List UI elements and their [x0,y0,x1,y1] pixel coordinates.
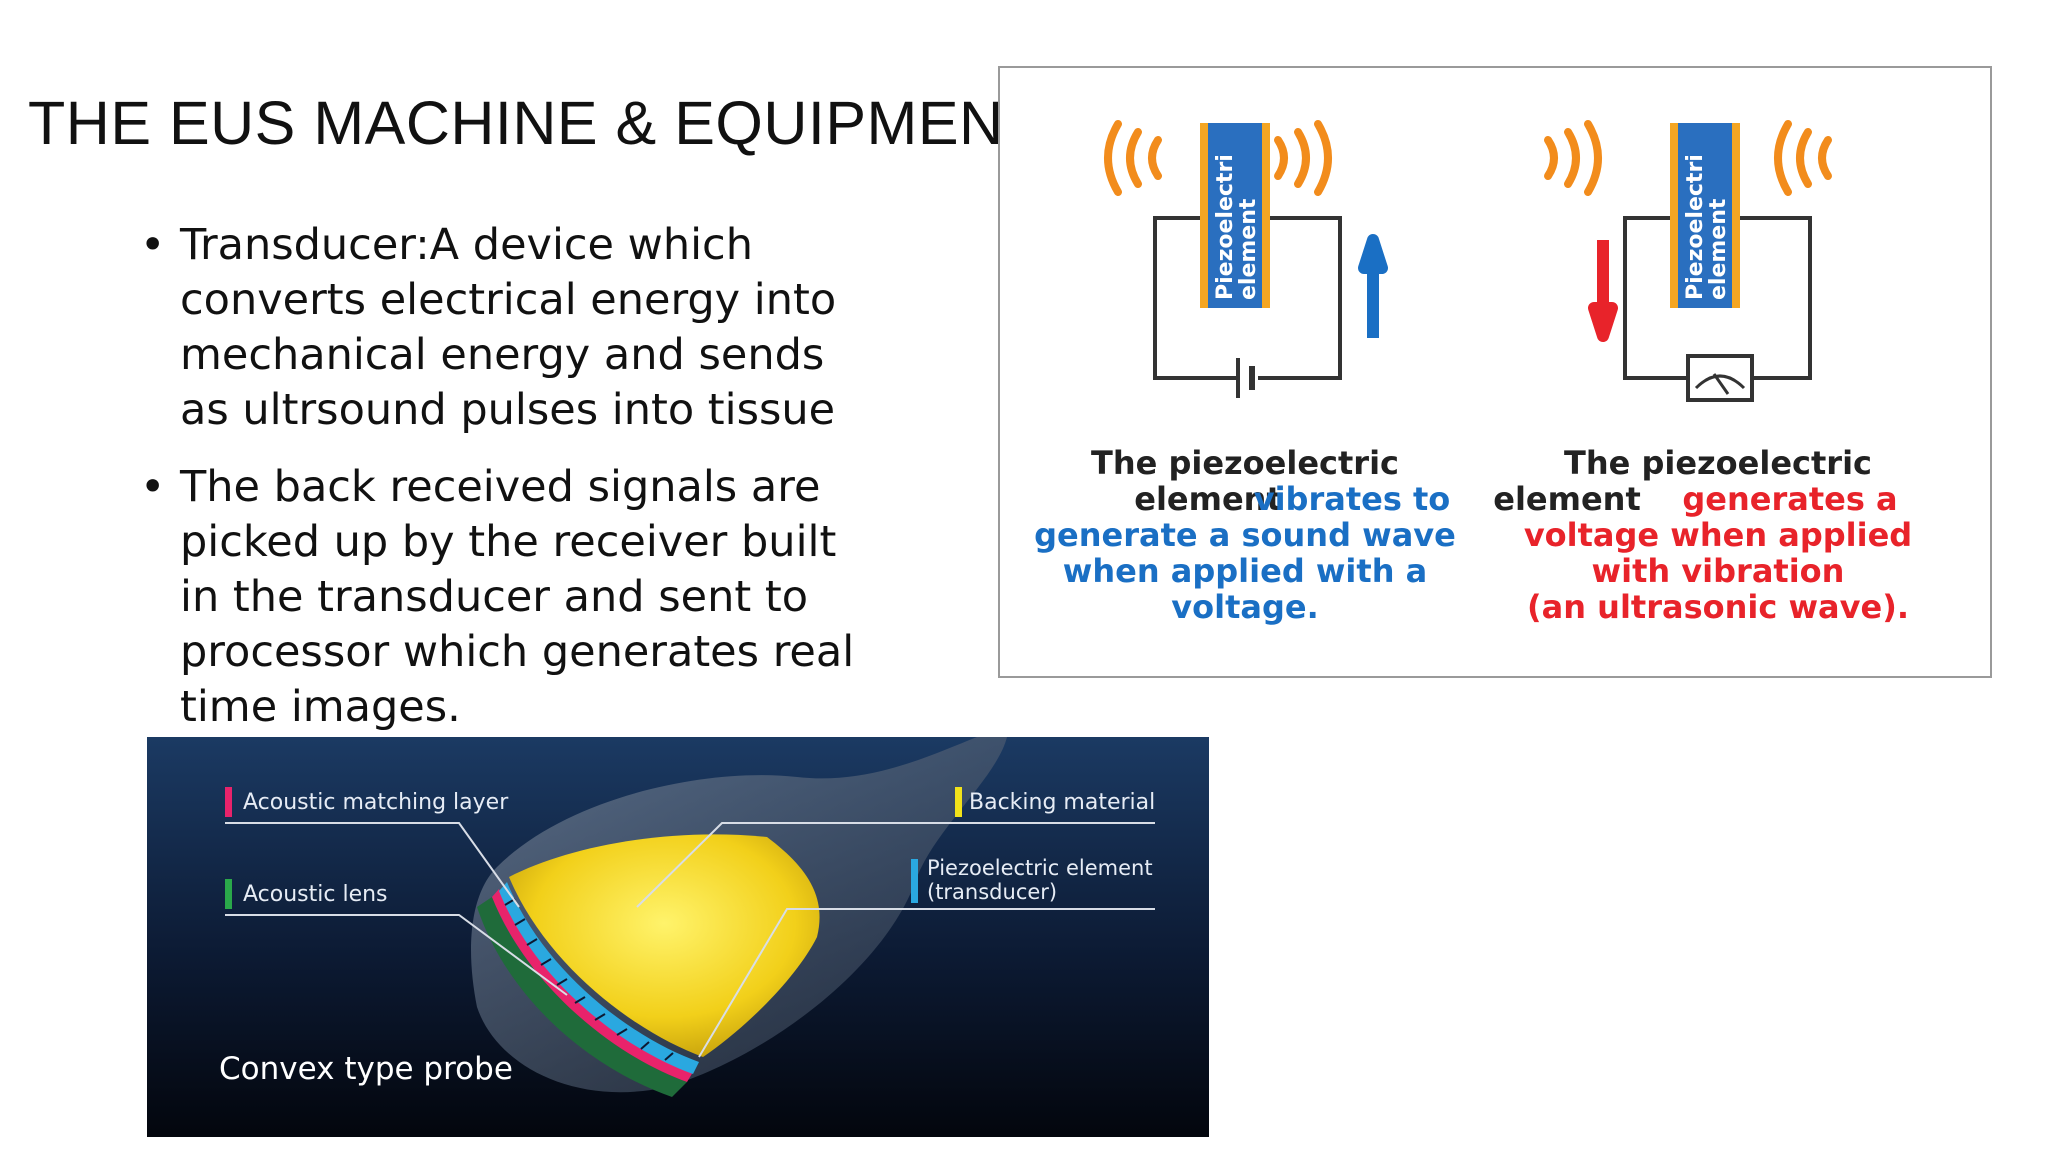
bullet-text: Transducer:A device which converts elect… [180,220,837,435]
bullet-item: • Transducer:A device which converts ele… [140,218,860,438]
label-piezo-element: Piezoelectric element [927,856,1153,880]
right-caption: The piezoelectric element generates a vo… [1493,444,1912,626]
label-backing-material: Backing material [969,790,1155,815]
caption-line: when applied with a [1063,552,1427,590]
backing-material-shape [509,834,820,1057]
caption-line: element [1134,480,1282,518]
electrode [1732,123,1740,308]
caption-line: element [1493,480,1641,518]
piezo-element-label: Piezoelectri [1683,154,1708,300]
left-panel: Piezoelectri element The piezoelectric e… [1034,120,1456,626]
piezo-element-label: element [1706,198,1731,300]
caption-line: (an ultrasonic wave). [1527,588,1909,626]
piezo-array-shape [499,882,699,1074]
caption-line: voltage. [1171,588,1318,626]
backing-swatch [955,787,962,817]
bullet-list: • Transducer:A device which converts ele… [140,218,860,757]
electrode [1200,123,1208,308]
bullet-item: • The back received signals are picked u… [140,460,860,735]
piezo-element [1678,123,1732,308]
voltmeter-icon [1686,354,1754,402]
piezo-element [1208,123,1262,308]
caption-line: voltage when applied [1524,516,1912,554]
leader-line [225,914,568,996]
convex-probe-diagram: Acoustic matching layer Acoustic lens Ba… [147,737,1209,1137]
circuit-wire [1153,216,1342,380]
convex-probe-svg: Acoustic matching layer Acoustic lens Ba… [147,737,1209,1137]
voltmeter-needle [1694,373,1746,395]
circuit-wire [1623,216,1812,380]
bullet-symbol: • [140,462,166,512]
leader-line [698,908,1155,1058]
electrode [1670,123,1678,308]
caption-line: generate a sound wave [1034,516,1456,554]
arrow-up-icon [1358,234,1388,338]
bullet-symbol: • [140,220,166,270]
matching-layer-swatch [225,787,232,817]
leader-line [225,822,520,908]
right-panel: Piezoelectri element The piezoelectric e… [1493,120,1912,626]
piezoelectric-diagram: Piezoelectri element The piezoelectric e… [998,66,1992,678]
leader-line [636,822,1155,908]
label-piezo-element: (transducer) [927,880,1057,904]
sound-wave-icon [1104,120,1332,196]
caption-line: with vibration [1592,552,1845,590]
caption-line: vibrates to [1254,480,1451,518]
slide-title: THE EUS MACHINE & EQUIPMENT [28,89,1042,157]
caption-line: The piezoelectric [1091,444,1399,482]
bullet-text: The back received signals are picked up … [180,462,855,732]
sound-wave-icon [1544,120,1832,196]
probe-caption: Convex type probe [219,1051,513,1087]
label-acoustic-lens: Acoustic lens [243,882,388,907]
piezoelectric-diagram-svg: Piezoelectri element The piezoelectric e… [1034,120,1912,626]
caption-line: The piezoelectric [1564,444,1872,482]
arrow-down-icon [1588,240,1618,342]
piezo-element-label: Piezoelectri [1213,154,1238,300]
caption-line: generates a [1682,480,1897,518]
piezo-swatch [911,859,918,903]
lens-swatch [225,879,232,909]
piezo-array-dividers [504,898,674,1061]
electrode [1262,123,1270,308]
label-acoustic-matching-layer: Acoustic matching layer [243,790,509,815]
piezo-element-label: element [1236,198,1261,300]
left-caption: The piezoelectric element vibrates to ge… [1034,444,1456,626]
acoustic-lens-shape [477,897,687,1097]
